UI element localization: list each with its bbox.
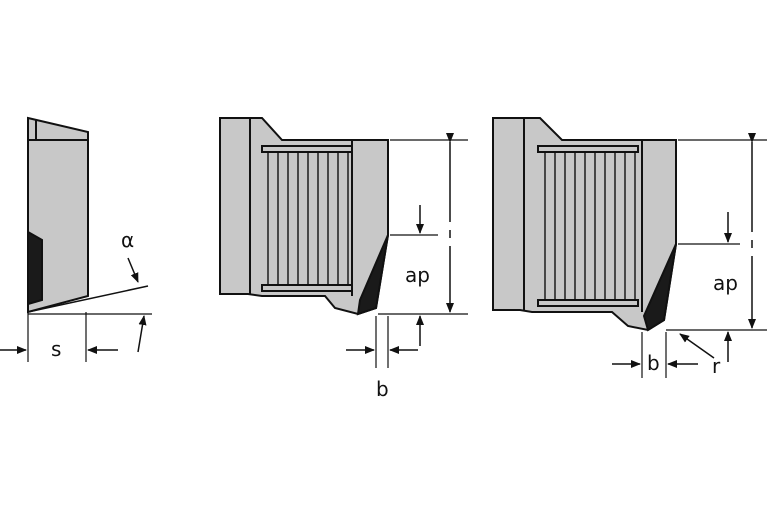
right-groove-top <box>537 145 639 153</box>
alpha-label: α <box>121 228 135 252</box>
relief-angle-leader <box>127 257 139 283</box>
middle-cutting-tip <box>356 234 389 316</box>
side-ref-arrow <box>137 315 147 353</box>
right-r-leader <box>679 333 715 359</box>
relief-angle-line <box>27 285 149 313</box>
right-cutting-tip <box>642 243 677 332</box>
side-view <box>0 116 152 362</box>
right-insert-view <box>492 117 677 332</box>
middle-b-label: b <box>376 377 389 401</box>
middle-grooves <box>267 152 349 285</box>
middle-insert-view <box>219 117 389 316</box>
s-label: s <box>51 337 62 361</box>
right-b-label: b <box>647 351 660 375</box>
middle-groove-top <box>261 145 353 153</box>
middle-dimensions <box>346 133 468 368</box>
right-ap-label: ap <box>713 271 738 295</box>
side-view-cutting-edge <box>27 230 43 306</box>
right-grooves <box>544 152 636 300</box>
right-groove-bottom <box>537 299 639 307</box>
middle-ap-label: ap <box>405 263 430 287</box>
r-label: r <box>712 354 721 378</box>
middle-groove-bottom <box>261 284 353 292</box>
right-dimensions <box>612 133 767 378</box>
